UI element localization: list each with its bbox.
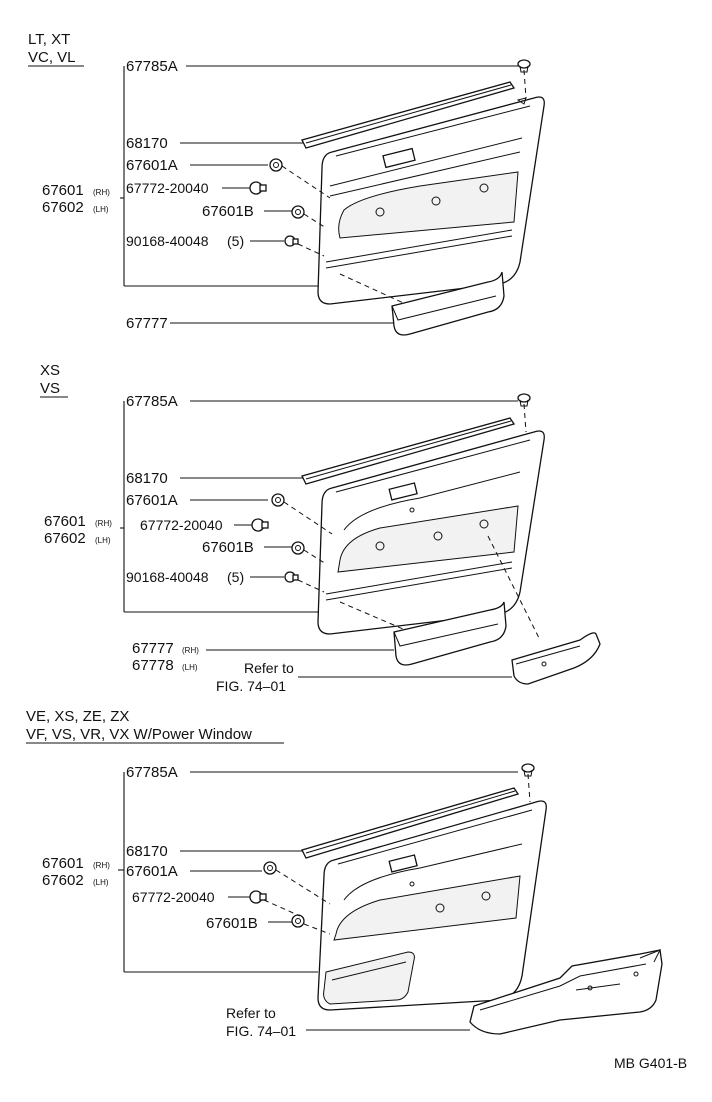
section-1-pocket-icon [391,271,505,336]
section-3-clip-b-icon [291,914,305,928]
section-3-dash-screw [263,899,301,917]
figure-code: MB G401-B [614,1055,687,1071]
section-1-header-line1: LT, XT [28,31,70,48]
section-1: LT, XT VC, VL 67785A 68170 67601A 67772-… [28,31,545,336]
section-3-door-panel-icon [317,800,547,1011]
section-1-weatherstrip-icon [301,81,516,149]
section-3-clip-a-icon [263,861,277,875]
section-1-clip-small-icon [284,235,299,247]
section-1-suffix-rh: (RH) [93,188,110,197]
section-2-dash-armrest [487,535,541,641]
section-2-dash-pocket [339,601,411,633]
section-2-armrest-icon [511,632,601,685]
section-2-clip-a-icon [271,493,285,507]
section-3-label-clip-a: 67601A [126,863,178,880]
section-2-part-rh: 67601 [44,513,86,530]
section-3-refer-line2: FIG. 74–01 [226,1023,296,1039]
section-3-header-line1: VE, XS, ZE, ZX [26,708,129,725]
section-2-pocket-icon [393,601,507,666]
section-3-label-clip-top: 67785A [126,764,178,781]
section-2-label-clip-a: 67601A [126,492,178,509]
section-3-refer-line1: Refer to [226,1005,276,1021]
section-1-suffix-lh: (LH) [93,205,109,214]
section-3-armrest-icon [469,949,663,1035]
section-1-label-clip-b: 67601B [202,203,254,220]
section-3-clip-top-icon [521,763,535,777]
section-2-refer-line2: FIG. 74–01 [216,678,286,694]
section-2-dash-clip-a [283,501,333,535]
section-2-label-pocket-lh: 67778 [132,657,174,674]
section-2-suffix-rh: (RH) [95,519,112,528]
section-2-header-line2: VS [40,380,60,397]
section-3-dash-clip-a [275,869,331,905]
section-3: VE, XS, ZE, ZX VF, VS, VR, VX W/Power Wi… [26,708,663,1039]
section-2-label-clip-small: 90168-40048 [126,569,209,585]
section-2-dash-clip-b [303,549,327,565]
section-1-label-weatherstrip: 68170 [126,135,168,152]
section-3-suffix-lh: (LH) [93,878,109,887]
section-1-label-clip-top: 67785A [126,58,178,75]
section-2-label-screw: 67772-20040 [140,517,223,533]
section-2-suffix-pocket-lh: (LH) [182,663,198,672]
section-2-label-pocket-rh: 67777 [132,640,174,657]
section-1-label-screw: 67772-20040 [126,180,209,196]
section-2-part-lh: 67602 [44,530,86,547]
section-2-label-clip-b: 67601B [202,539,254,556]
section-2-clip-small-icon [284,571,299,583]
section-1-dash-clip-small [297,243,325,257]
section-3-part-lh: 67602 [42,872,84,889]
section-1-label-clip-small-qty: (5) [227,233,244,249]
section-3-dash-clip-b [303,923,331,935]
section-2-screw-icon [251,518,269,532]
section-2-label-clip-top: 67785A [126,393,178,410]
section-1-dash-clip-a [281,165,331,199]
section-1-header-line2: VC, VL [28,49,76,66]
section-1-label-pocket: 67777 [126,315,168,332]
section-2-label-weatherstrip: 68170 [126,470,168,487]
section-3-part-rh: 67601 [42,855,84,872]
section-1-screw-icon [249,181,267,195]
section-3-header-line2: VF, VS, VR, VX W/Power Window [26,726,252,743]
section-2-suffix-lh: (LH) [95,536,111,545]
section-2-label-clip-small-qty: (5) [227,569,244,585]
section-1-part-lh: 67602 [42,199,84,216]
section-1-label-clip-a: 67601A [126,157,178,174]
section-1-clip-a-icon [269,158,283,172]
section-1-label-clip-small: 90168-40048 [126,233,209,249]
section-2-header-line1: XS [40,362,60,379]
section-1-door-panel-icon [317,96,545,305]
section-2-weatherstrip-icon [301,417,516,485]
section-2-refer-line1: Refer to [244,660,294,676]
section-1-dash-pocket [339,273,411,307]
section-1-dash-clip-top [523,69,527,99]
section-1-clip-top-icon [517,59,531,73]
section-2-clip-b-icon [291,541,305,555]
section-1-part-rh: 67601 [42,182,84,199]
section-3-weatherstrip-icon [301,787,520,859]
section-2-dash-clip-top [523,403,527,433]
section-3-dash-clip-top [527,773,531,803]
section-1-dash-clip-b [303,213,327,229]
section-3-suffix-rh: (RH) [93,861,110,870]
section-3-label-clip-b: 67601B [206,915,258,932]
section-2-clip-top-icon [517,393,531,407]
section-3-label-weatherstrip: 68170 [126,843,168,860]
section-2: XS VS 67785A 68170 67601A 67772-20040 67… [40,362,601,694]
section-3-screw-icon [249,890,267,904]
section-2-suffix-pocket-rh: (RH) [182,646,199,655]
section-1-clip-b-icon [291,205,305,219]
section-2-door-panel-icon [317,430,545,635]
section-2-dash-clip-small [297,579,325,593]
section-3-label-screw: 67772-20040 [132,889,215,905]
